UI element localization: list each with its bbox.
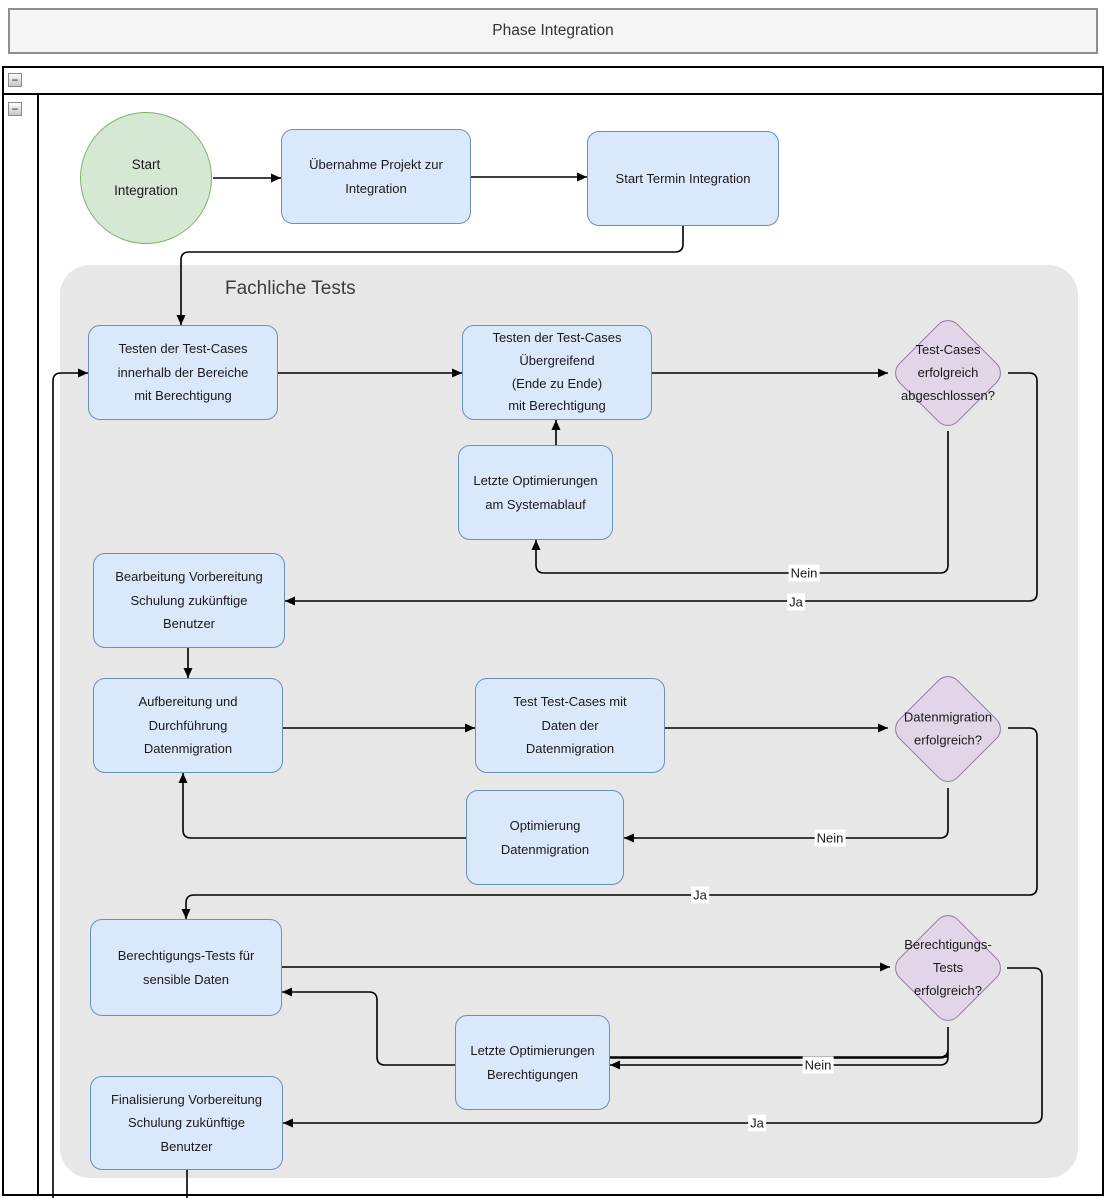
node-label: Letzte Optimierungen Berechtigungen bbox=[470, 1043, 595, 1082]
node-label: Testen der Test-Cases Übergreifend (Ende… bbox=[492, 330, 622, 414]
decision-datenmigration-erfolgreich[interactable]: Datenmigration erfolgreich? bbox=[888, 670, 1008, 788]
pool-frame bbox=[2, 66, 1104, 1196]
node-label: Testen der Test-Cases innerhalb der Bere… bbox=[117, 341, 249, 404]
edge-optdaten-to-aufbereitung[interactable] bbox=[178, 773, 466, 839]
node-berechtigungs-tests[interactable]: Berechtigungs-Tests für sensible Daten bbox=[90, 919, 282, 1016]
collapse-icon[interactable]: − bbox=[8, 102, 22, 116]
minus-glyph: − bbox=[11, 102, 19, 116]
node-label: Test Test-Cases mit Daten der Datenmigra… bbox=[513, 694, 627, 757]
edge-label-nein-2[interactable]: Nein bbox=[814, 829, 846, 847]
edge-decision2-ja[interactable] bbox=[181, 727, 1038, 919]
node-testen-uebergreifend[interactable]: Testen der Test-Cases Übergreifend (Ende… bbox=[462, 325, 652, 420]
node-aufbereitung-datenmigration[interactable]: Aufbereitung und Durchführung Datenmigra… bbox=[93, 678, 283, 773]
edge-label-nein-3[interactable]: Nein bbox=[802, 1056, 834, 1074]
group-label: Fachliche Tests bbox=[225, 278, 356, 299]
edge-decision1-nein[interactable] bbox=[531, 431, 949, 574]
edge-decision2-nein[interactable] bbox=[624, 788, 949, 843]
edge-label-ja-1[interactable]: Ja bbox=[787, 593, 805, 611]
lane-header-divider bbox=[37, 95, 39, 1196]
node-optimierung-datenmigration[interactable]: Optimierung Datenmigration bbox=[466, 790, 624, 885]
edge-loopback-to-testen[interactable] bbox=[52, 368, 88, 1198]
node-label: Optimierung Datenmigration bbox=[500, 818, 590, 857]
edge-label-ja-2[interactable]: Ja bbox=[691, 886, 709, 904]
node-label: Start Integration bbox=[114, 157, 178, 198]
node-label: Letzte Optimierungen am Systemablauf bbox=[473, 473, 598, 512]
node-label: Finalisierung Vorbereitung Schulung zukü… bbox=[110, 1091, 263, 1154]
decision-testcases-erfolgreich[interactable]: Test-Cases erfolgreich abgeschlossen? bbox=[888, 314, 1008, 432]
edge-decision3-ja[interactable] bbox=[283, 967, 1043, 1128]
decision-label: Test-Cases erfolgreich abgeschlossen? bbox=[901, 341, 995, 403]
edge-label-nein-1[interactable]: Nein bbox=[788, 564, 820, 582]
node-label: Übernahme Projekt zur Integration bbox=[309, 157, 443, 196]
pool-row-divider bbox=[2, 93, 1104, 95]
edge-optberechtigungen-to-berechtigungstests[interactable] bbox=[282, 987, 455, 1066]
node-test-daten-migration[interactable]: Test Test-Cases mit Daten der Datenmigra… bbox=[475, 678, 665, 773]
collapse-icon[interactable]: − bbox=[8, 73, 22, 87]
edge-label-ja-3[interactable]: Ja bbox=[748, 1114, 766, 1132]
node-letzte-optimierungen-berechtigungen[interactable]: Letzte Optimierungen Berechtigungen bbox=[455, 1015, 610, 1110]
pool-title-bar[interactable]: Phase Integration bbox=[8, 8, 1098, 54]
edge-decision1-ja[interactable] bbox=[285, 372, 1038, 606]
node-label: Aufbereitung und Durchführung Datenmigra… bbox=[138, 694, 238, 757]
edge-starttermin-to-testen[interactable] bbox=[176, 226, 684, 325]
node-start-integration[interactable]: Start Integration bbox=[80, 112, 212, 244]
node-finalisierung-schulung[interactable]: Finalisierung Vorbereitung Schulung zukü… bbox=[90, 1076, 283, 1170]
node-testen-bereiche[interactable]: Testen der Test-Cases innerhalb der Bere… bbox=[88, 325, 278, 420]
node-uebernahme-projekt[interactable]: Übernahme Projekt zur Integration bbox=[281, 129, 471, 224]
decision-label: Datenmigration erfolgreich? bbox=[903, 709, 993, 747]
node-bearbeitung-schulung[interactable]: Bearbeitung Vorbereitung Schulung zukünf… bbox=[93, 553, 285, 648]
node-label: Bearbeitung Vorbereitung Schulung zukünf… bbox=[115, 569, 263, 632]
node-start-termin-integration[interactable]: Start Termin Integration bbox=[587, 131, 779, 226]
decision-label: Berechtigungs- Tests erfolgreich? bbox=[904, 936, 992, 998]
edge-decision3-nein[interactable] bbox=[610, 1027, 949, 1065]
node-letzte-optimierungen-systemablauf[interactable]: Letzte Optimierungen am Systemablauf bbox=[458, 445, 613, 540]
pool-title: Phase Integration bbox=[492, 22, 614, 39]
minus-glyph: − bbox=[11, 73, 19, 87]
node-label: Berechtigungs-Tests für sensible Daten bbox=[117, 948, 255, 987]
node-label: Start Termin Integration bbox=[615, 170, 751, 186]
decision-berechtigungs-tests-erfolgreich[interactable]: Berechtigungs- Tests erfolgreich? bbox=[888, 909, 1008, 1027]
